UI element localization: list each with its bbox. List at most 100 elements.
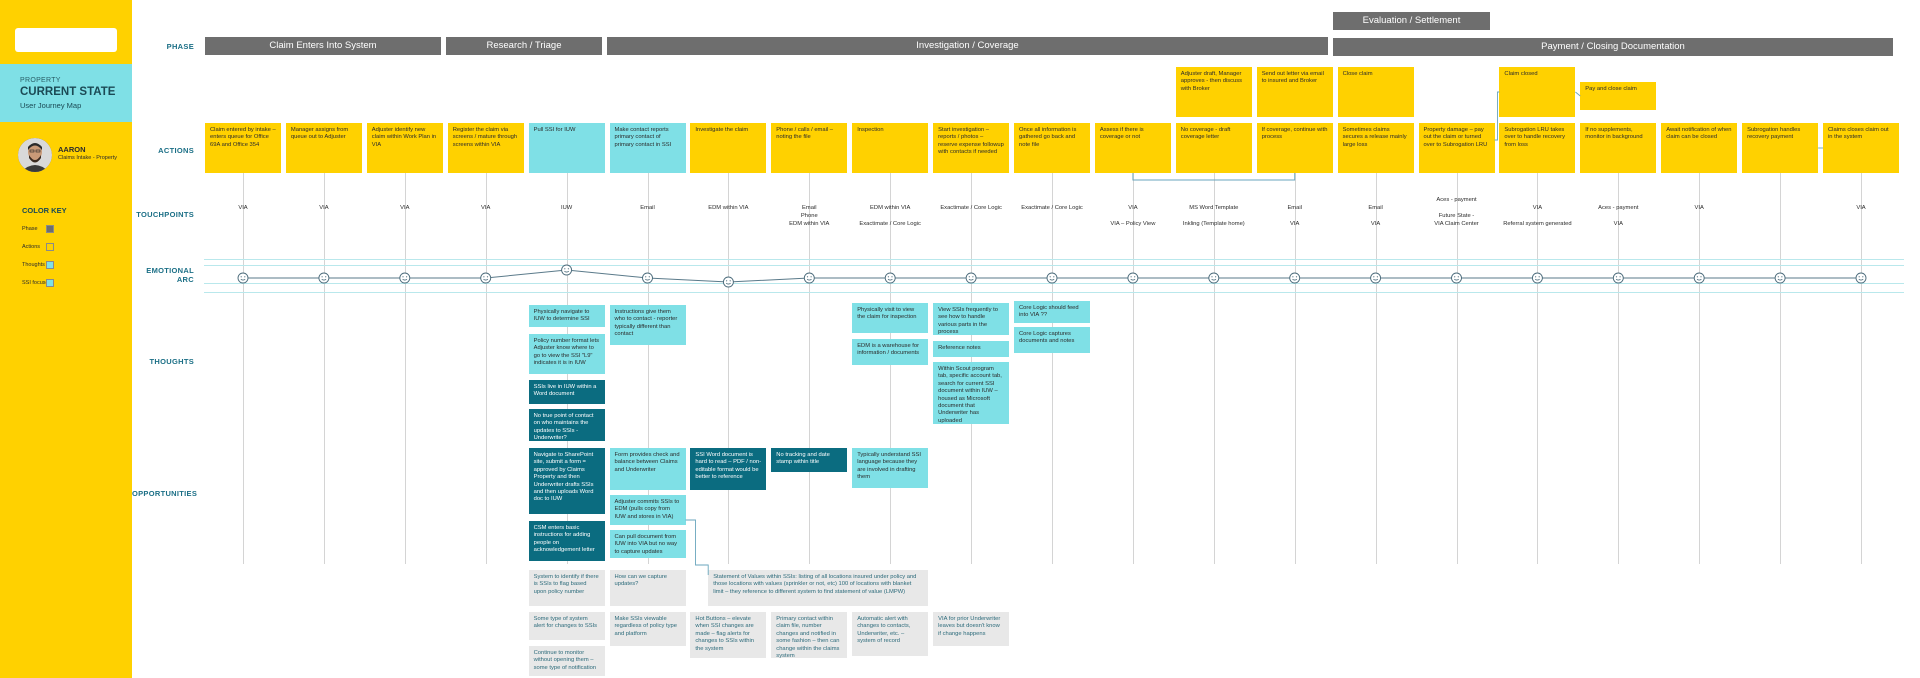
upper-action-card: Close claim xyxy=(1337,67,1414,117)
column-guide xyxy=(1052,172,1053,564)
action-card: Once all information is gathered go back… xyxy=(1014,123,1090,173)
action-card: Start investigation – reports / photos –… xyxy=(933,123,1010,173)
color-key-title: COLOR KEY xyxy=(22,206,67,215)
action-card: Subrogation LRU takes over to handle rec… xyxy=(1499,123,1576,173)
color-key-swatch xyxy=(46,261,54,269)
emotion-face-icon xyxy=(803,272,815,284)
opportunity-card: Automatic alert with changes to contacts… xyxy=(852,612,929,656)
opportunity-card: How can we capture updates? xyxy=(609,570,686,606)
opportunity-card: No tracking and date stamp within title xyxy=(771,448,848,472)
avatar-portrait-icon xyxy=(18,138,52,172)
action-card: Await notification of when claim can be … xyxy=(1661,123,1738,173)
opportunity-card: Hot Buttons – elevate when SSI changes a… xyxy=(690,612,767,658)
logo-placeholder xyxy=(15,28,117,52)
phase-evaluation-settlement: Evaluation / Settlement xyxy=(1333,12,1490,30)
action-card: Claims closes claim out in the system xyxy=(1823,123,1899,173)
touchpoint-label: Email VIA xyxy=(1368,205,1383,227)
emotion-face-icon xyxy=(1289,272,1301,284)
opportunity-card: Continue to monitor without opening them… xyxy=(528,646,605,676)
action-card: Sometimes claims secures a release mainl… xyxy=(1337,123,1414,173)
touchpoint-label: VIA xyxy=(1856,205,1866,211)
upper-action-card: Pay and close claim xyxy=(1580,82,1657,110)
column-guide xyxy=(1375,172,1377,564)
phase-investigation-coverage: Investigation / Coverage xyxy=(607,37,1328,55)
emotion-face-icon xyxy=(1612,272,1624,284)
persona-sidebar: PROPERTY CURRENT STATE User Journey Map … xyxy=(0,0,132,678)
opportunity-card: Adjuster commits SSIs to EDM (pulls copy… xyxy=(609,495,686,525)
emotion-face-icon xyxy=(318,272,330,284)
color-key-label: Phase xyxy=(22,226,38,232)
touchpoint-label: Aces - payment Future State - VIA Claim … xyxy=(1434,197,1479,227)
touchpoint-label: Email Phone EDM within VIA xyxy=(789,205,830,227)
emotion-face-icon xyxy=(1531,272,1543,284)
upper-action-card: Adjuster draft, Manager approves - then … xyxy=(1175,67,1252,117)
touchpoint-label: Email VIA xyxy=(1287,205,1302,227)
color-key-swatch xyxy=(46,243,54,251)
touchpoint-label: EDM within VIA Exactimate / Core Logic xyxy=(859,205,921,227)
persona-name: AARON xyxy=(58,145,86,154)
column-guide xyxy=(809,172,811,564)
column-guide xyxy=(647,172,649,564)
action-card: Make contact reports primary contact of … xyxy=(609,123,686,173)
opportunity-card: CSM enters basic instructions for adding… xyxy=(528,521,605,561)
thought-card: Within Scout program tab, specific accou… xyxy=(933,362,1010,424)
action-card: Assess if there is coverage or not xyxy=(1094,123,1171,173)
phase-research-triage: Research / Triage xyxy=(446,37,602,55)
opportunity-card: Can pull document from IUW into VIA but … xyxy=(609,530,686,558)
touchpoint-label: VIA xyxy=(400,205,410,211)
column-guide xyxy=(1537,172,1539,564)
row-label-thoughts: THOUGHTS xyxy=(149,357,194,366)
thought-card: Instructions give them who to contact - … xyxy=(609,305,686,345)
opportunity-card: Form provides check and balance between … xyxy=(609,448,686,490)
opportunity-card: Typically understand SSI language becaus… xyxy=(852,448,929,488)
thought-card: Policy number format lets Adjuster know … xyxy=(528,334,605,374)
column-guide xyxy=(1294,172,1296,564)
map-kicker: PROPERTY xyxy=(20,77,61,84)
row-label-opportunities: OPPORTUNITIES xyxy=(132,489,198,498)
opportunity-card: VIA for prior Underwriter leaves but doe… xyxy=(933,612,1010,646)
color-key-label: SSI focused xyxy=(22,280,52,286)
touchpoint-label: EDM within VIA xyxy=(708,205,749,211)
thought-card: Physically navigate to IUW to determine … xyxy=(528,305,605,327)
action-card: If no supplements, monitor in background xyxy=(1580,123,1657,173)
column-guide xyxy=(890,172,892,564)
thought-card: SSIs live in IUW within a Word document xyxy=(528,380,605,404)
touchpoint-label: Exactimate / Core Logic xyxy=(940,205,1002,211)
thought-card: View SSIs frequently to see how to handl… xyxy=(933,303,1010,335)
touchpoint-label: Email xyxy=(640,205,655,211)
emotion-face-icon xyxy=(1208,272,1220,284)
phase-payment-closing: Payment / Closing Documentation xyxy=(1333,38,1893,56)
opportunity-card: SSI Word document is hard to read – PDF … xyxy=(690,448,767,490)
action-card: Pull SSI for IUW xyxy=(528,123,605,173)
map-subtitle: User Journey Map xyxy=(20,101,82,110)
opportunity-card: Primary contact within claim file, numbe… xyxy=(771,612,848,658)
thought-card: Core Logic should feed into VIA ?? xyxy=(1014,301,1090,323)
action-card: Manager assigns from queue out to Adjust… xyxy=(285,123,362,173)
emotion-face-icon xyxy=(1046,272,1058,284)
opportunity-card: Some type of system alert for changes to… xyxy=(528,612,605,640)
row-label-emotional: EMOTIONAL xyxy=(146,266,194,275)
action-card: Subrogation handles recovery payment xyxy=(1742,123,1819,173)
action-card: Claim entered by intake – enters queue f… xyxy=(205,123,281,173)
emotion-face-icon xyxy=(1774,272,1786,284)
column-guide xyxy=(323,172,325,564)
thought-card: Physically visit to view the claim for i… xyxy=(852,303,929,333)
action-card: Inspection xyxy=(852,123,929,173)
upper-action-card: Claim closed xyxy=(1499,67,1576,117)
touchpoint-label: VIA xyxy=(319,205,329,211)
emotion-face-icon xyxy=(722,276,734,288)
column-guide xyxy=(243,172,244,564)
emotion-face-icon xyxy=(642,272,653,284)
color-key-label: Actions xyxy=(22,244,41,250)
persona-avatar xyxy=(18,138,52,172)
emotion-face-icon xyxy=(480,272,492,284)
thought-card: Core Logic captures documents and notes xyxy=(1014,327,1090,353)
phase-claim-enters: Claim Enters Into System xyxy=(205,37,441,55)
touchpoint-label: VIA VIA – Policy View xyxy=(1110,205,1156,227)
row-label-phase: PHASE xyxy=(166,42,194,51)
column-guide xyxy=(1699,172,1701,564)
emotion-face-icon xyxy=(561,264,573,276)
upper-action-card: Send out letter via email to insured and… xyxy=(1256,67,1333,117)
column-guide xyxy=(1213,172,1215,564)
map-title-band: PROPERTY CURRENT STATE User Journey Map xyxy=(0,64,132,122)
